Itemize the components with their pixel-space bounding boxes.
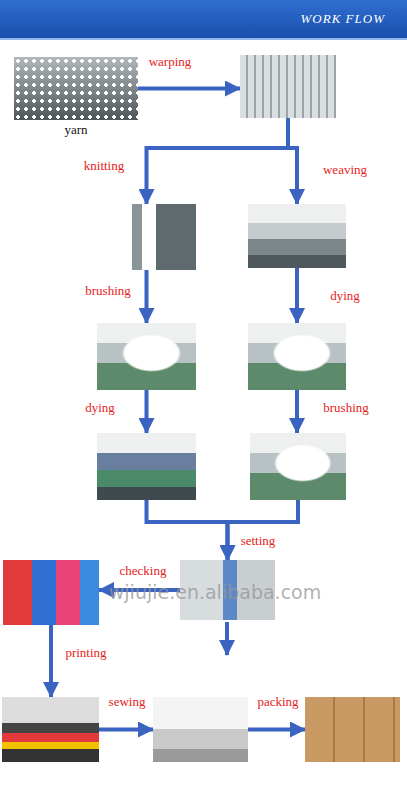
- step-label: sewing: [109, 694, 146, 710]
- process-photo: [153, 697, 248, 762]
- process-photo: [250, 433, 346, 500]
- step-label: weaving: [323, 162, 367, 178]
- flow-arrow: [99, 588, 180, 592]
- flow-arrow: [49, 625, 53, 697]
- flow-arrow: [225, 622, 229, 655]
- flow-arrow: [288, 118, 297, 204]
- process-photo: [240, 55, 336, 118]
- step-label: dying: [85, 400, 115, 416]
- flow-arrow: [138, 87, 240, 91]
- flow-arrow: [147, 500, 228, 560]
- step-label: setting: [241, 533, 276, 549]
- step-label: knitting: [84, 158, 124, 174]
- process-photo: [97, 323, 196, 390]
- edge-layer: [51, 89, 305, 730]
- watermark: wjiujie.en.alibaba.com: [109, 581, 321, 603]
- flow-arrow: [295, 390, 299, 433]
- flow-arrow: [145, 270, 149, 323]
- process-photo: [97, 433, 196, 500]
- step-label: brushing: [85, 283, 131, 299]
- flow-arrow: [99, 728, 153, 732]
- step-label: brushing: [323, 400, 369, 416]
- process-photo: [180, 560, 275, 620]
- step-label: warping: [149, 54, 192, 70]
- step-caption: yarn: [14, 122, 138, 138]
- process-photo: yarn: [14, 57, 138, 120]
- process-photo: [248, 323, 346, 390]
- flow-arrow: [145, 390, 149, 433]
- process-photo: [248, 204, 346, 268]
- step-label: dying: [330, 288, 360, 304]
- title-text: WORK FLOW: [301, 11, 385, 27]
- flow-arrow: [228, 500, 299, 560]
- step-label: checking: [120, 563, 167, 579]
- process-photo: [305, 697, 400, 762]
- process-photo: [97, 204, 196, 270]
- process-photo: [3, 560, 99, 625]
- step-label: packing: [257, 694, 298, 710]
- decor-layer: [227, 622, 228, 655]
- process-photo: [2, 697, 99, 762]
- flow-arrow: [295, 268, 299, 323]
- flow-arrow: [248, 728, 305, 732]
- flow-arrow: [147, 118, 289, 204]
- step-label: printing: [65, 645, 106, 661]
